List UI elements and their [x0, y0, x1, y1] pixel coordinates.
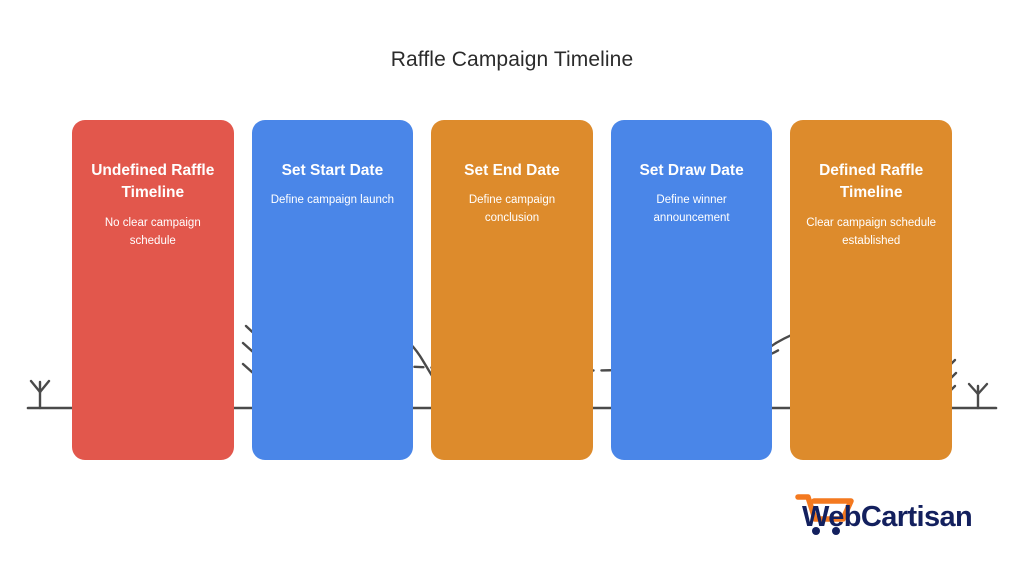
card-undefined-raffle-timeline[interactable]: Undefined Raffle Timeline No clear campa…: [72, 120, 234, 460]
card-description: Define campaign conclusion: [468, 194, 556, 225]
card-set-end-date[interactable]: Set End Date Define campaign conclusion: [431, 120, 593, 460]
card-description: No clear campaign schedule: [104, 216, 201, 247]
webcartisan-logo[interactable]: WebCartisan: [788, 486, 984, 540]
cart-wheel-right: [832, 527, 840, 535]
sapling-edge-right: [967, 382, 989, 410]
card-description: Define campaign launch: [270, 194, 395, 207]
card-title: Set Draw Date: [639, 162, 744, 179]
sapling-far-left: [29, 379, 51, 410]
card-title: Undefined Raffle Timeline: [91, 162, 215, 202]
card-defined-raffle-timeline[interactable]: Defined Raffle Timeline Clear campaign s…: [790, 120, 952, 460]
timeline-cards: Undefined Raffle Timeline No clear campa…: [72, 120, 952, 460]
page-title: Raffle Campaign Timeline: [390, 48, 634, 71]
card-title: Set End Date: [464, 162, 560, 179]
shopping-cart-icon: [795, 494, 854, 535]
card-title: Defined Raffle Timeline: [819, 162, 924, 202]
card-description: Clear campaign schedule established: [806, 216, 937, 247]
card-title: Set Start Date: [281, 162, 384, 179]
card-description: Define winner announcement: [653, 194, 730, 225]
logo-wordmark: WebCartisan: [802, 501, 973, 533]
card-set-start-date[interactable]: Set Start Date Define campaign launch: [251, 120, 414, 460]
cart-wheel-left: [812, 527, 820, 535]
card-set-draw-date[interactable]: Set Draw Date Define winner announcement: [610, 120, 773, 460]
